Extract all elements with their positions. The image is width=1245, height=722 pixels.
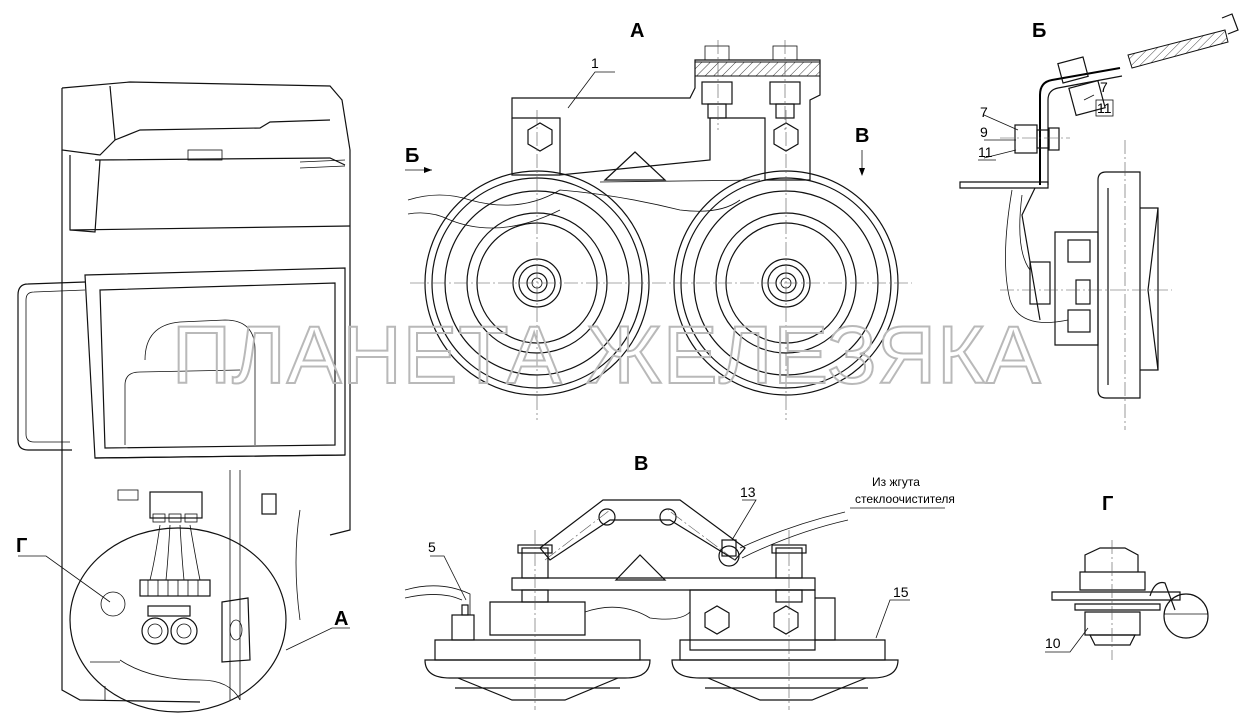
view-label-b: Б [1032,20,1046,42]
view-label-g-overview: Г [16,535,27,557]
view-g: Г 10 [1045,493,1209,660]
arrow-label-b: Б [405,145,419,167]
harness-note-line2: стеклоочистителя [855,492,955,506]
callout-7-left: 7 [980,104,988,120]
view-label-g: Г [1102,493,1113,515]
cab-overview [17,81,351,713]
callout-9: 9 [980,124,988,140]
view-label-a-overview: А [334,608,348,630]
view-a: А [405,20,912,420]
callout-11-right: 11 [1097,100,1112,116]
callout-7-right: 7 [1100,79,1108,95]
callout-11-left: 11 [978,144,993,160]
callout-1: 1 [591,55,599,71]
view-b: Б 7 9 1 [959,13,1239,430]
view-label-a: А [630,20,644,42]
callout-5: 5 [428,539,436,555]
view-label-v: В [634,453,648,475]
callout-10: 10 [1045,635,1061,651]
callout-13: 13 [740,484,756,500]
arrow-label-v: В [855,125,869,147]
harness-note-line1: Из жгута [872,475,920,489]
watermark: ПЛАНЕТА ЖЕЛЕЗЯКА [172,310,1042,401]
overview-leaders: Г А [16,535,350,651]
view-v: В [404,453,955,710]
callout-15: 15 [893,584,909,600]
